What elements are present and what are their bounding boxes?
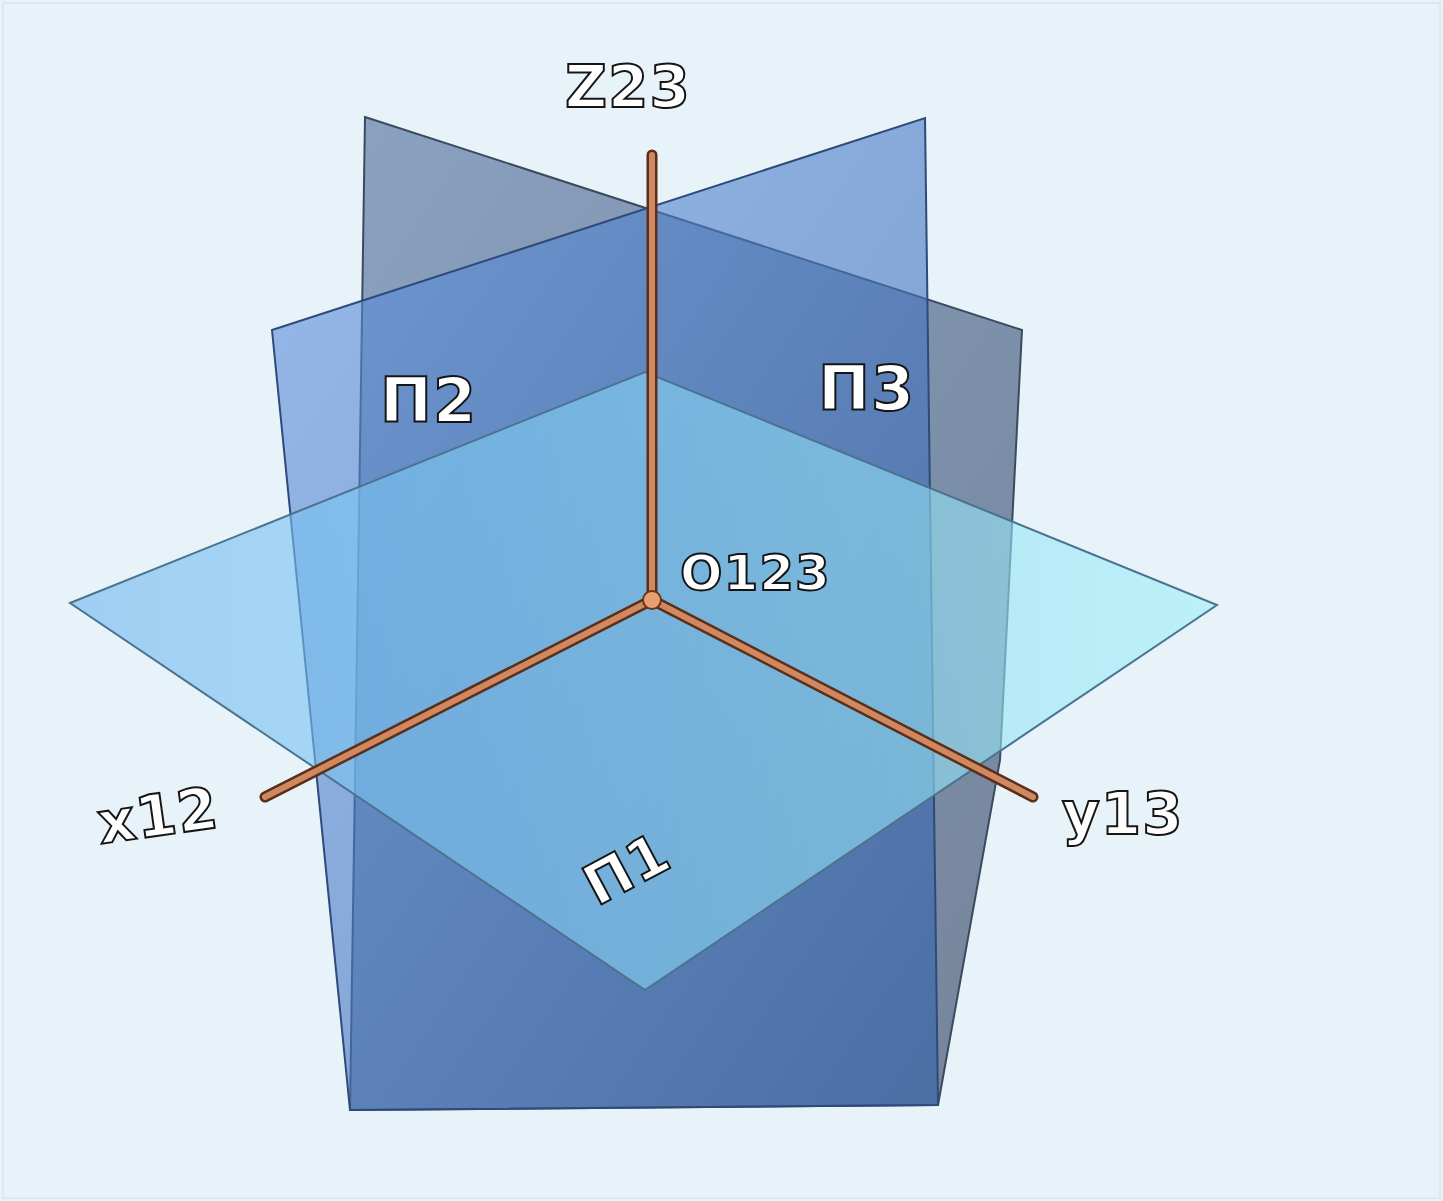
x-axis: [265, 600, 652, 797]
y-axis-label: y13: [1062, 785, 1184, 843]
z-axis-shadow: [647, 155, 658, 600]
origin-point: [643, 591, 661, 609]
plane-label: П2: [380, 370, 477, 432]
plane-label: П3: [818, 358, 915, 420]
z-axis: [649, 155, 655, 600]
y-axis: [652, 600, 1033, 797]
frame: [3, 3, 1440, 1198]
z-axis-label: Z23: [565, 58, 691, 116]
axes: [265, 155, 1033, 797]
horizontal-plane: [70, 372, 1217, 990]
origin-label: O123: [680, 548, 831, 598]
y-axis-shadow: [652, 600, 1033, 797]
x-axis-shadow: [265, 600, 652, 797]
x-axis-label: x12: [94, 778, 222, 852]
